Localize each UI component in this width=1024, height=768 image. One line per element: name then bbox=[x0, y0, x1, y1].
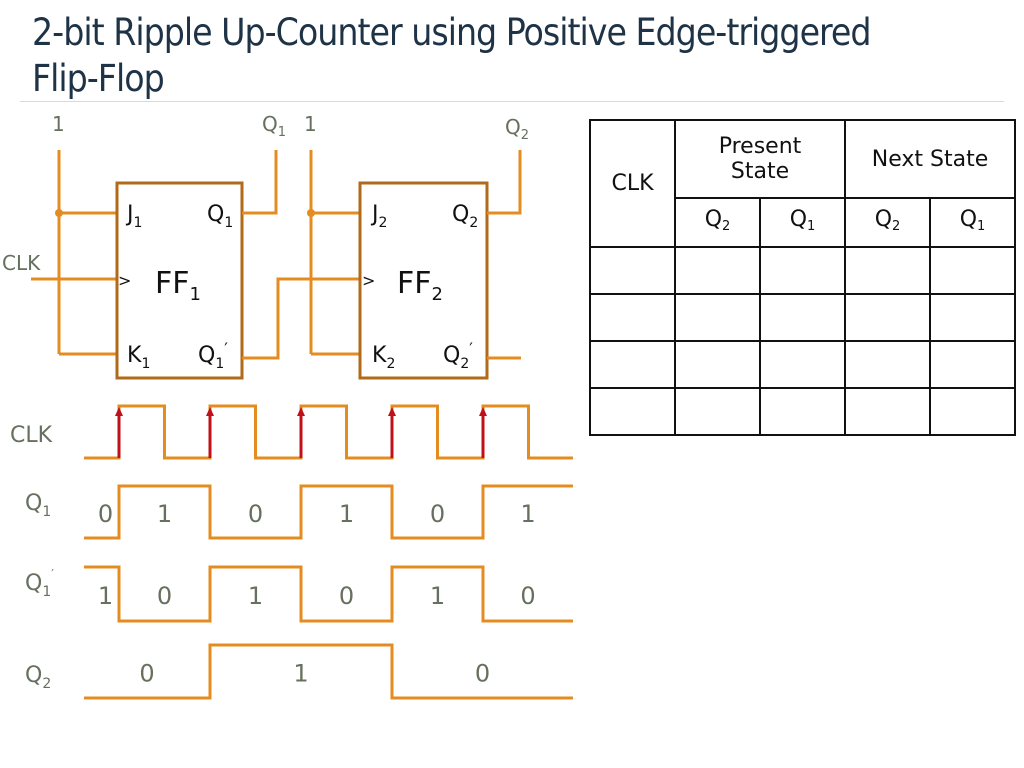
ff1-junction-dot bbox=[55, 209, 63, 217]
table-row bbox=[589, 340, 1016, 389]
timing-label-q2: Q2 bbox=[25, 663, 51, 692]
waveform-q1-prime bbox=[84, 565, 573, 623]
ff1-qn-to-ff2-clk-wire bbox=[242, 277, 360, 360]
timing-label-q1-prime: Q1′ bbox=[25, 567, 54, 600]
cell-next-q2 bbox=[844, 293, 931, 342]
ff2-box bbox=[358, 181, 489, 380]
rising-edge-arrowhead bbox=[297, 407, 305, 416]
ff1-clock-symbol: > bbox=[118, 271, 131, 290]
waveform-value-label: 1 bbox=[248, 582, 263, 610]
subheader-next-q2: Q2 bbox=[844, 197, 931, 248]
subheader-present-q2: Q2 bbox=[674, 197, 761, 248]
cell-clk bbox=[589, 387, 676, 436]
cell-clk bbox=[589, 246, 676, 295]
ff1-k-label: K1 bbox=[127, 343, 150, 372]
ff1-q-output-wire bbox=[242, 150, 278, 215]
waveform-value-label: 0 bbox=[139, 660, 154, 688]
header-clk: CLK bbox=[589, 119, 676, 248]
waveform-q1 bbox=[84, 484, 573, 540]
q1-output-label: Q1 bbox=[262, 112, 286, 140]
ff2-qn-label: Q2′ bbox=[443, 339, 473, 372]
cell-present-q1 bbox=[759, 246, 846, 295]
cell-clk bbox=[589, 293, 676, 342]
waveform-value-label: 0 bbox=[520, 582, 535, 610]
header-present-state: Present State bbox=[674, 118, 846, 200]
ff2-q-output-wire bbox=[487, 150, 522, 215]
timing-diagram: CLK Q1 Q1′ Q2 0 1 0 1 0 1 1 0 1 0 1 0 0 1 0 bbox=[10, 404, 573, 700]
waveform-clk bbox=[84, 404, 573, 460]
header-next-state: Next State bbox=[844, 118, 1016, 200]
cell-next-q2 bbox=[844, 387, 931, 436]
cell-present-q2 bbox=[674, 246, 761, 295]
subheader-next-q1: Q1 bbox=[929, 197, 1016, 248]
cell-next-q2 bbox=[844, 340, 931, 389]
timing-label-q1: Q1 bbox=[25, 491, 51, 520]
waveform-value-label: 0 bbox=[475, 660, 490, 688]
q2-output-label: Q2 bbox=[505, 115, 529, 143]
slide-title: 2-bit Ripple Up-Counter using Positive E… bbox=[32, 11, 872, 100]
rising-edge-arrowhead bbox=[479, 407, 487, 416]
rising-edge-arrowhead bbox=[388, 407, 396, 416]
ff2-name: FF2 bbox=[397, 266, 443, 305]
cell-present-q2 bbox=[674, 340, 761, 389]
waveform-value-label: 1 bbox=[339, 500, 354, 528]
ff1-q-label: Q1 bbox=[207, 202, 233, 231]
waveform-value-label: 1 bbox=[520, 500, 535, 528]
table-row bbox=[589, 246, 1016, 295]
ff2-high-input-label: 1 bbox=[304, 112, 317, 136]
ff2-junction-dot bbox=[307, 209, 315, 217]
state-table: CLK Present State Next State Q2 Q1 Q2 Q1 bbox=[589, 118, 1016, 436]
cell-clk bbox=[589, 340, 676, 389]
table-row bbox=[589, 293, 1016, 342]
waveform-q2 bbox=[84, 643, 573, 700]
ff1-name: FF1 bbox=[155, 266, 201, 305]
ff1-box bbox=[115, 181, 244, 380]
title-divider bbox=[20, 101, 1004, 102]
ff1-qn-label: Q1′ bbox=[198, 339, 228, 372]
cell-present-q1 bbox=[759, 387, 846, 436]
waveform-value-label: 0 bbox=[430, 500, 445, 528]
ff2-q-label: Q2 bbox=[452, 202, 478, 231]
waveform-value-label: 1 bbox=[157, 500, 172, 528]
waveform-value-label: 1 bbox=[293, 660, 308, 688]
ff2-k-label: K2 bbox=[372, 343, 395, 372]
ff1-j-label: J1 bbox=[125, 202, 142, 231]
header-present-line1: Present bbox=[718, 134, 802, 160]
cell-next-q1 bbox=[929, 387, 1016, 436]
waveform-value-label: 0 bbox=[248, 500, 263, 528]
waveform-value-label: 0 bbox=[157, 582, 172, 610]
ff2-clock-symbol: > bbox=[362, 271, 375, 290]
rising-edge-arrowhead bbox=[115, 407, 123, 416]
cell-next-q1 bbox=[929, 293, 1016, 342]
timing-label-clk: CLK bbox=[10, 423, 53, 448]
waveform-value-label: 1 bbox=[430, 582, 445, 610]
clk-input-label: CLK bbox=[2, 251, 41, 275]
table-row bbox=[589, 387, 1016, 436]
ff1-high-input-label: 1 bbox=[52, 112, 65, 136]
waveform-value-label: 0 bbox=[339, 582, 354, 610]
cell-present-q1 bbox=[759, 293, 846, 342]
subheader-present-q1: Q1 bbox=[759, 197, 846, 248]
cell-next-q1 bbox=[929, 340, 1016, 389]
waveform-value-label: 1 bbox=[98, 582, 113, 610]
circuit-diagram: 1 CLK J1 Q1 > FF1 K1 Q1′ Q1 1 J2 Q2 > FF… bbox=[2, 112, 529, 380]
waveform-value-label: 0 bbox=[98, 500, 113, 528]
cell-present-q1 bbox=[759, 340, 846, 389]
cell-next-q2 bbox=[844, 246, 931, 295]
cell-present-q2 bbox=[674, 387, 761, 436]
cell-next-q1 bbox=[929, 246, 1016, 295]
cell-present-q2 bbox=[674, 293, 761, 342]
header-present-line2: State bbox=[730, 159, 790, 185]
ff2-j-label: J2 bbox=[370, 202, 387, 231]
rising-edge-arrowhead bbox=[206, 407, 214, 416]
